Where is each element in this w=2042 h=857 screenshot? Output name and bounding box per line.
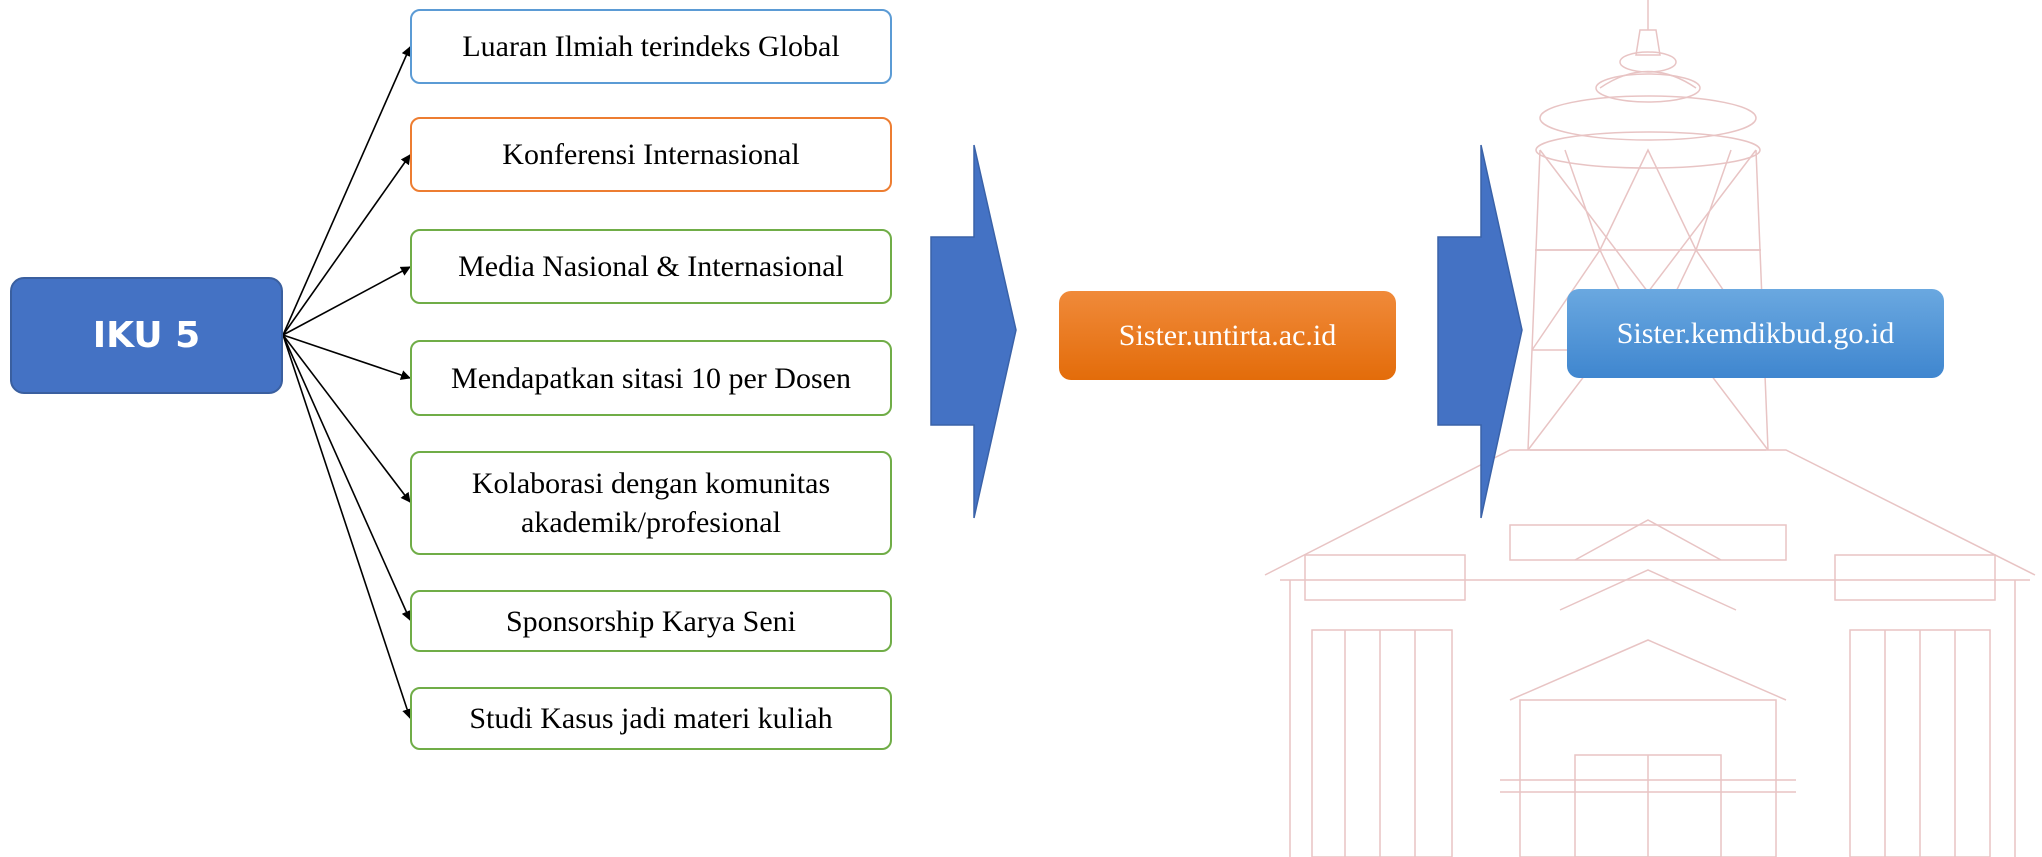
chevron-arrow-2-icon [1437, 144, 1523, 519]
item-node-label: Media Nasional & Internasional [458, 250, 844, 283]
item-node-label: Kolaborasi dengan komunitas akademik/pro… [471, 467, 831, 539]
destination-untirta: Sister.untirta.ac.id [1059, 291, 1396, 380]
destination-label: Sister.untirta.ac.id [1118, 318, 1337, 352]
item-node-studi-kasus: Studi Kasus jadi materi kuliah [410, 687, 892, 750]
destination-label: Sister.kemdikbud.go.id [1616, 316, 1895, 350]
root-node-label: IKU 5 [92, 315, 201, 356]
destination-kemdikbud: Sister.kemdikbud.go.id [1567, 289, 1944, 378]
item-node-label: Luaran Ilmiah terindeks Global [462, 30, 840, 63]
arrow-to-item-1 [282, 46, 411, 336]
chevron-arrow-1-icon [930, 144, 1017, 519]
item-node-sponsorship: Sponsorship Karya Seni [410, 590, 892, 652]
item-node-media: Media Nasional & Internasional [410, 229, 892, 304]
arrow-to-item-7 [282, 334, 412, 719]
arrow-to-item-4 [282, 334, 411, 380]
item-node-label: Studi Kasus jadi materi kuliah [469, 702, 833, 735]
item-node-label: Konferensi Internasional [502, 138, 800, 171]
arrow-to-item-6 [282, 334, 411, 621]
item-node-sitasi: Mendapatkan sitasi 10 per Dosen [410, 340, 892, 416]
item-node-konferensi: Konferensi Internasional [410, 117, 892, 192]
item-node-kolaborasi: Kolaborasi dengan komunitas akademik/pro… [410, 451, 892, 555]
item-node-label: Sponsorship Karya Seni [506, 604, 796, 638]
item-node-label: Mendapatkan sitasi 10 per Dosen [451, 361, 851, 395]
arrow-to-item-2 [282, 154, 411, 336]
item-node-luaran-ilmiah: Luaran Ilmiah terindeks Global [410, 9, 892, 84]
arrow-to-item-3 [282, 266, 411, 336]
arrow-to-item-5 [282, 334, 411, 503]
root-node-iku5: IKU 5 [10, 277, 283, 394]
